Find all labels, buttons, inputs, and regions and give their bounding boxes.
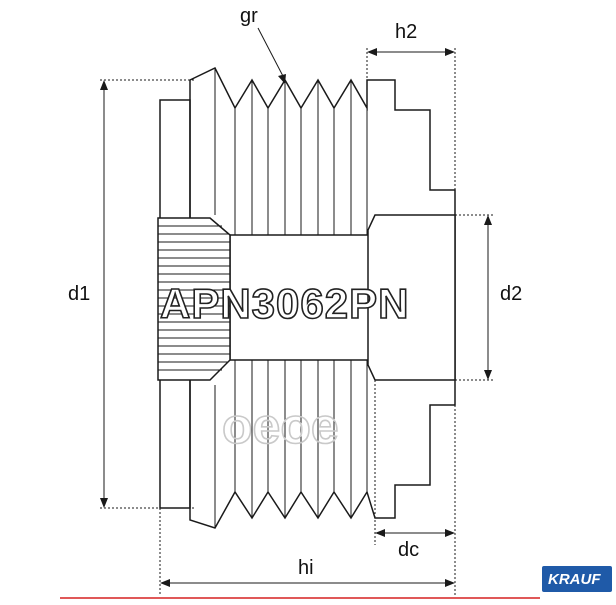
logo-text: KRAUF [548, 571, 601, 588]
hub [229, 214, 456, 381]
dimension-lines [100, 27, 495, 595]
krauf-logo: KRAUF [542, 566, 612, 592]
label-d1: d1 [68, 283, 90, 305]
label-gr: gr [240, 5, 258, 27]
label-hi: hi [298, 557, 314, 579]
brand-watermark: oeoe [222, 398, 339, 454]
spline [157, 217, 231, 381]
part-number-watermark: APN3062PN [160, 280, 409, 327]
label-d2: d2 [500, 283, 522, 305]
label-dc: dc [398, 539, 419, 561]
arrowheads [100, 48, 492, 587]
label-h2: h2 [395, 21, 417, 43]
